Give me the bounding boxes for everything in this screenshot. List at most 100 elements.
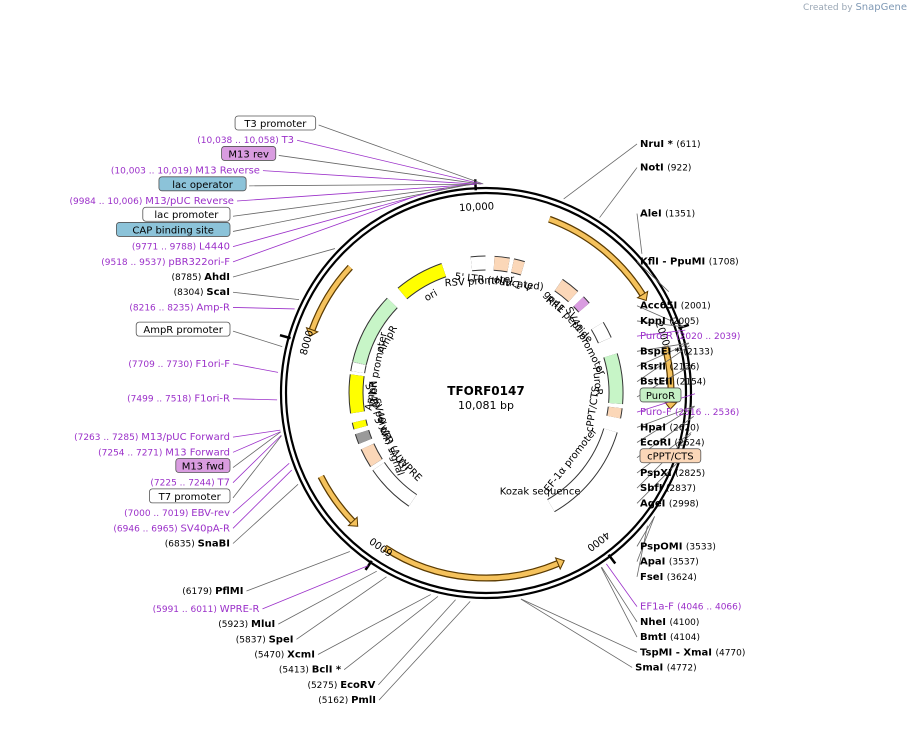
label-pspxi[interactable]: PspXI (2825) [640,468,705,479]
label-text-lac-promoter: lac promoter [154,210,219,221]
feature-sv40-polya [355,430,372,444]
label-t3-promoter[interactable]: T3 promoter [234,115,317,131]
label-text-f1ori-r: (7499 .. 7518) F1ori-R [127,394,230,405]
label-puror-box[interactable]: PuroR [639,387,682,403]
feature-ori [398,263,447,299]
label-text-noti: NotI (922) [640,163,691,174]
label-rsrii[interactable]: RsrII (2136) [640,362,699,373]
label-text-sv40pa-r: (6946 .. 6965) SV40pA-R [113,523,230,534]
label-fsei[interactable]: FseI (3624) [640,572,697,583]
leader-bmti [600,567,638,638]
snapgene-credit: Created by SnapGene [803,2,907,13]
label-hpai[interactable]: HpaI (2620) [640,422,699,433]
label-text-ecori: EcoRI (2624) [640,438,704,449]
label-ecori[interactable]: EcoRI (2624) [640,438,704,449]
leader-t7 [232,434,282,483]
label-ecorv[interactable]: (5275) EcoRV [307,680,375,691]
leader-ecori [636,406,695,443]
label-agei[interactable]: AgeI (2998) [640,498,699,509]
label-t7[interactable]: (7225 .. 7244) T7 [150,478,230,489]
leader-fsei [636,525,648,577]
label-sv40pa-r[interactable]: (6946 .. 6965) SV40pA-R [113,523,230,534]
label-tspmi[interactable]: TspMI - XmaI (4770) [640,647,745,658]
label-cppt-cts[interactable]: cPPT/CTS [639,448,702,464]
label-lac-operator[interactable]: lac operator [158,176,247,192]
label-noti[interactable]: NotI (922) [640,163,691,174]
label-nrui[interactable]: NruI * (611) [640,139,701,150]
orf-arc [318,475,355,523]
label-text-snabi: (6835) SnaBI [165,539,230,550]
label-lac-promoter[interactable]: lac promoter [142,206,231,222]
label-m13-forward[interactable]: (7254 .. 7271) M13 Forward [98,447,230,458]
label-scai[interactable]: (8304) ScaI [174,287,230,298]
label-box-ampr-promoter [135,321,231,337]
leader-bcli [343,596,439,671]
label-mlui[interactable]: (5923) MluI [218,619,275,630]
label-text-ef1a-f: EF1a-F (4046 .. 4066) [640,602,741,613]
leader-m13-rev-box [278,155,481,185]
leader-rsrii [636,343,690,367]
label-puro-f[interactable]: Puro-F (2516 .. 2536) [640,407,739,418]
leader-spei [296,576,387,640]
label-text-mlui: (5923) MluI [218,619,275,630]
label-bcli[interactable]: (5413) BclI * [279,665,342,676]
label-smai[interactable]: SmaI (4772) [635,662,697,673]
label-xcmi[interactable]: (5470) XcmI [254,650,315,661]
leader-m13-forward [232,431,281,453]
label-nhei[interactable]: NheI (4100) [640,617,699,628]
leader-amp-r [232,307,295,310]
label-box-cap-binding-site [116,222,231,237]
label-pmli[interactable]: (5162) PmlI [318,695,376,706]
leader-ahdi [232,248,336,278]
label-m13-puc-forward[interactable]: (7263 .. 7285) M13/pUC Forward [74,432,230,443]
label-acc65i[interactable]: Acc65I (2001) [640,301,711,312]
label-m13-fwd-box[interactable]: M13 fwd [175,458,231,473]
label-m13-puc-reverse[interactable]: (9984 .. 10,006) M13/pUC Reverse [69,196,233,207]
backbone-rings [279,186,693,600]
leader-pspomi [636,516,656,547]
label-text-bspei: BspEI * (2133) [640,346,713,357]
label-puro-r[interactable]: Puro-R (2020 .. 2039) [640,331,740,342]
label-m13-rev-box[interactable]: M13 rev [221,146,277,161]
label-bspei[interactable]: BspEI * (2133) [640,346,713,357]
label-text-t7-promoter: T7 promoter [158,492,222,503]
feature-label-ori: ori [423,288,440,304]
label-text-l4440: (9771 .. 9788) L4440 [132,242,230,253]
label-wpre-r[interactable]: (5991 .. 6011) WPRE-R [153,604,260,615]
label-text-nhei: NheI (4100) [640,617,699,628]
label-ahdi[interactable]: (8785) AhdI [171,272,230,283]
label-pflmi[interactable]: (6179) PflMI [182,586,243,597]
leader-apai [636,516,655,562]
label-leaders [232,124,696,701]
label-cap-binding-site[interactable]: CAP binding site [116,222,231,237]
label-amp-r[interactable]: (8216 .. 8235) Amp-R [129,302,230,313]
label-pbr322ori-f[interactable]: (9518 .. 9537) pBR322ori-F [101,257,230,268]
feature-ampr-prom-f [351,362,366,374]
label-f1ori-f[interactable]: (7709 .. 7730) F1ori-F [128,359,230,370]
feature-label-puror-orf: PuroR [590,366,604,396]
label-box-m13-fwd-box [175,458,231,473]
label-f1ori-r[interactable]: (7499 .. 7518) F1ori-R [127,394,230,405]
label-bmti[interactable]: BmtI (4104) [640,632,700,643]
label-apai[interactable]: ApaI (3537) [640,557,699,568]
leader-nhei [601,566,638,623]
leader-t3-primer [296,139,482,185]
label-spei[interactable]: (5837) SpeI [236,634,294,645]
label-l4440[interactable]: (9771 .. 9788) L4440 [132,242,230,253]
label-sbfi[interactable]: SbfI (2837) [640,483,696,494]
label-snabi[interactable]: (6835) SnaBI [165,539,230,550]
label-text-kfli: KflI - PpuMI (1708) [640,257,739,268]
label-t7-promoter[interactable]: T7 promoter [148,488,231,504]
label-ebv-rev[interactable]: (7000 .. 7019) EBV-rev [124,508,230,519]
label-bsteii[interactable]: BstEII (2154) [640,377,706,388]
label-pspomi[interactable]: PspOMI (3533) [640,541,716,552]
label-m13-reverse[interactable]: (10,003 .. 10,019) M13 Reverse [111,166,260,177]
label-text-t7: (7225 .. 7244) T7 [150,478,230,489]
label-t3-primer[interactable]: (10,038 .. 10,058) T3 [197,135,294,146]
label-ef1a-f[interactable]: EF1a-F (4046 .. 4066) [640,602,741,613]
label-ampr-promoter[interactable]: AmpR promoter [135,321,231,337]
label-kfli[interactable]: KflI - PpuMI (1708) [640,257,739,268]
label-kpni[interactable]: KpnI (2005) [640,316,699,327]
label-alei[interactable]: AleI (1351) [640,209,695,220]
